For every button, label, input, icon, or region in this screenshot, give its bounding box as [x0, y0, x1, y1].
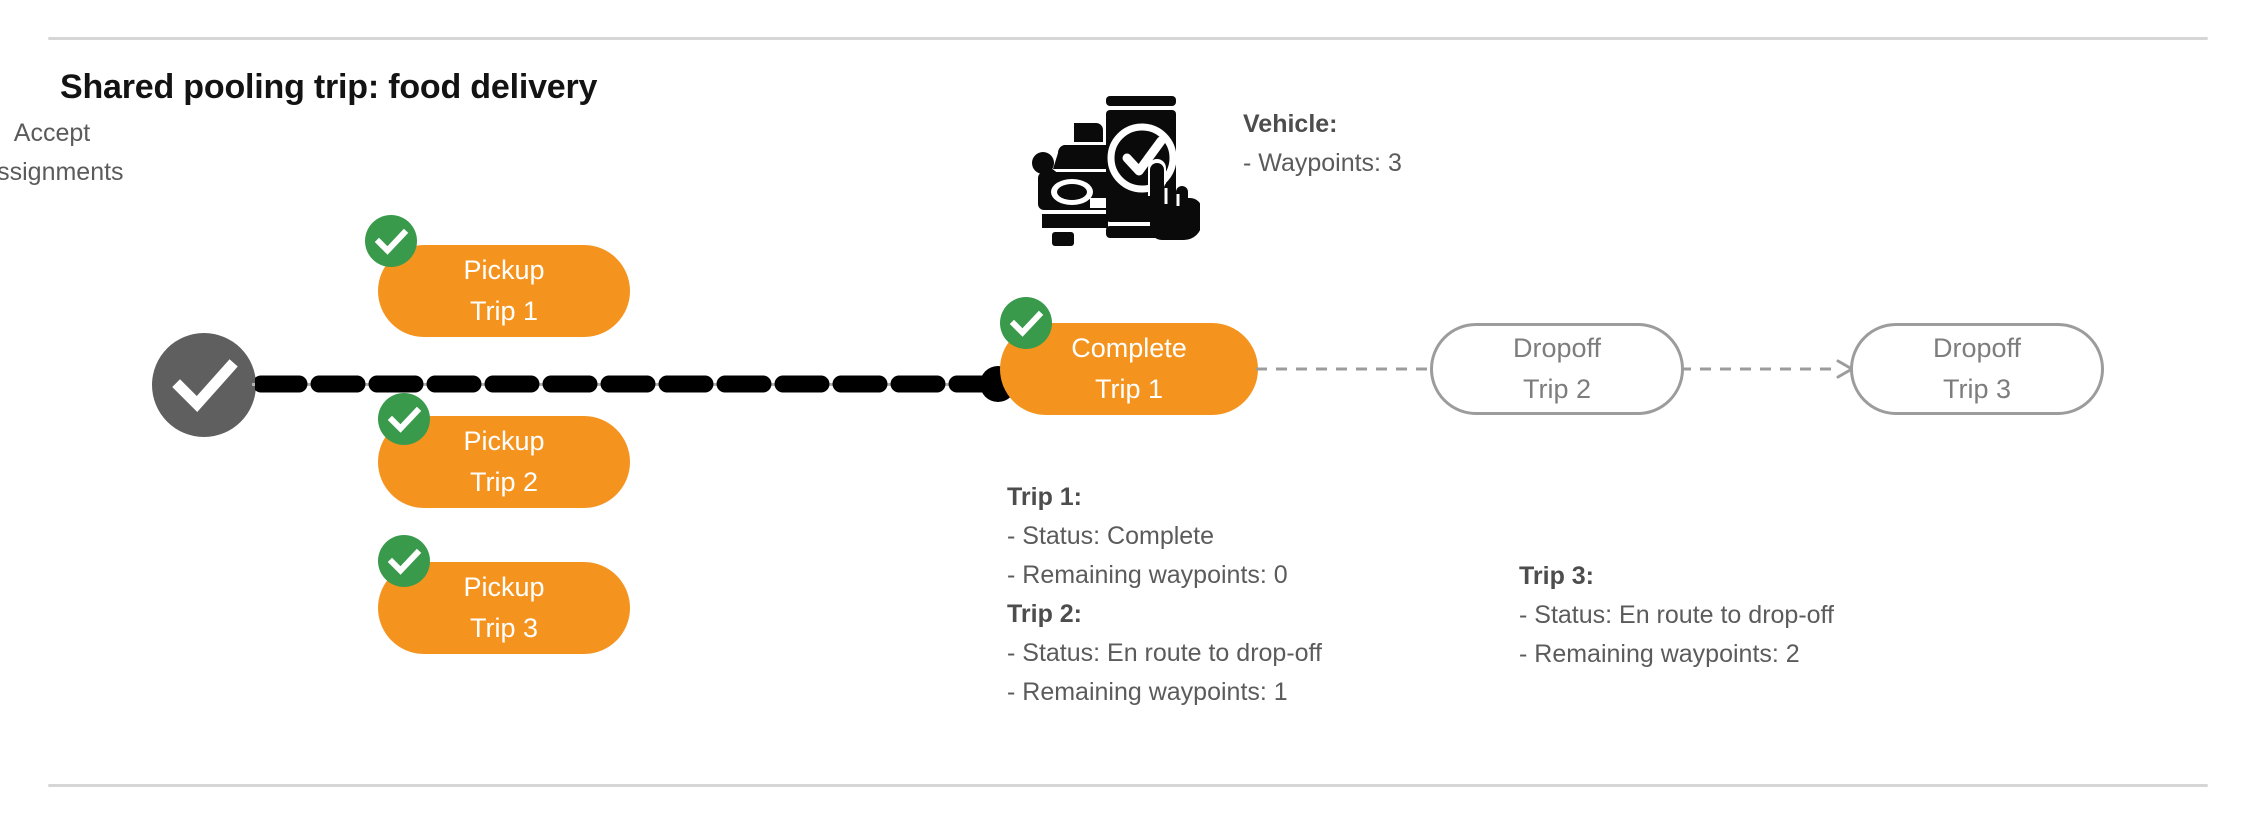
check-circle-icon — [152, 333, 256, 437]
page-title: Shared pooling trip: food delivery — [60, 68, 598, 106]
pickup-trip-2-line1: Pickup — [463, 426, 545, 456]
top-divider — [48, 37, 2208, 40]
pickup-trip-3-pill[interactable]: Pickup Trip 3 — [378, 562, 630, 654]
dropoff-trip-3-line1: Dropoff — [1932, 333, 2022, 363]
accept-label-line2: Assignments — [0, 158, 124, 186]
check-badge-icon-pickup-1 — [365, 215, 417, 267]
complete-trip-1-line1: Complete — [1071, 333, 1187, 363]
dropoff-trip-2-pill[interactable]: Dropoff Trip 2 — [1430, 323, 1684, 415]
trip-3-status: - Status: En route to drop-off — [1519, 601, 1834, 629]
trip-3-info-block: Trip 3: - Status: En route to drop-off -… — [1519, 557, 1834, 674]
trip-2-waypoints: - Remaining waypoints: 1 — [1007, 678, 1288, 706]
complete-trip-1-line2: Trip 1 — [1094, 374, 1163, 404]
accept-assignments-label: Accept Assignments — [0, 114, 164, 192]
dropoff-trip-2-line1: Dropoff — [1512, 333, 1602, 363]
vehicle-info-block: Vehicle: - Waypoints: 3 — [1243, 105, 1402, 183]
pickup-trip-1-line1: Pickup — [463, 255, 545, 285]
trip-3-heading: Trip 3: — [1519, 562, 1595, 590]
check-badge-icon-pickup-3 — [378, 535, 430, 587]
trunk-dashed-line — [255, 374, 995, 394]
pickup-trip-3-line1: Pickup — [463, 572, 545, 602]
accept-assignments-node[interactable] — [152, 333, 256, 437]
dropoff-trip-3-line2: Trip 3 — [1942, 374, 2011, 404]
trip-2-heading: Trip 2: — [1007, 600, 1083, 628]
pickup-trip-3-line2: Trip 3 — [469, 613, 538, 643]
trip-1-status: - Status: Complete — [1007, 522, 1215, 550]
trip-3-waypoints: - Remaining waypoints: 2 — [1519, 640, 1800, 668]
trip-1-2-info-block: Trip 1: - Status: Complete - Remaining w… — [1007, 478, 1322, 712]
vehicle-waypoints: - Waypoints: 3 — [1243, 149, 1402, 177]
trip-1-heading: Trip 1: — [1007, 483, 1083, 511]
pickup-trip-1-pill[interactable]: Pickup Trip 1 — [378, 245, 630, 337]
dropoff-trip-2-line2: Trip 2 — [1522, 374, 1591, 404]
car-phone-check-icon — [1030, 88, 1200, 248]
connector-dropoff2-to-dropoff3 — [1680, 356, 1860, 382]
bottom-divider — [48, 784, 2208, 787]
accept-label-line1: Accept — [13, 119, 91, 147]
pickup-trip-1-line2: Trip 1 — [469, 296, 538, 326]
vehicle-heading: Vehicle: — [1243, 110, 1338, 138]
trip-1-waypoints: - Remaining waypoints: 0 — [1007, 561, 1288, 589]
check-badge-icon-pickup-2 — [378, 393, 430, 445]
connector-complete-to-dropoff2 — [1256, 356, 1436, 382]
check-badge-icon-complete-1 — [1000, 297, 1052, 349]
dropoff-trip-3-pill[interactable]: Dropoff Trip 3 — [1850, 323, 2104, 415]
pickup-trip-2-line2: Trip 2 — [469, 467, 538, 497]
trip-2-status: - Status: En route to drop-off — [1007, 639, 1322, 667]
